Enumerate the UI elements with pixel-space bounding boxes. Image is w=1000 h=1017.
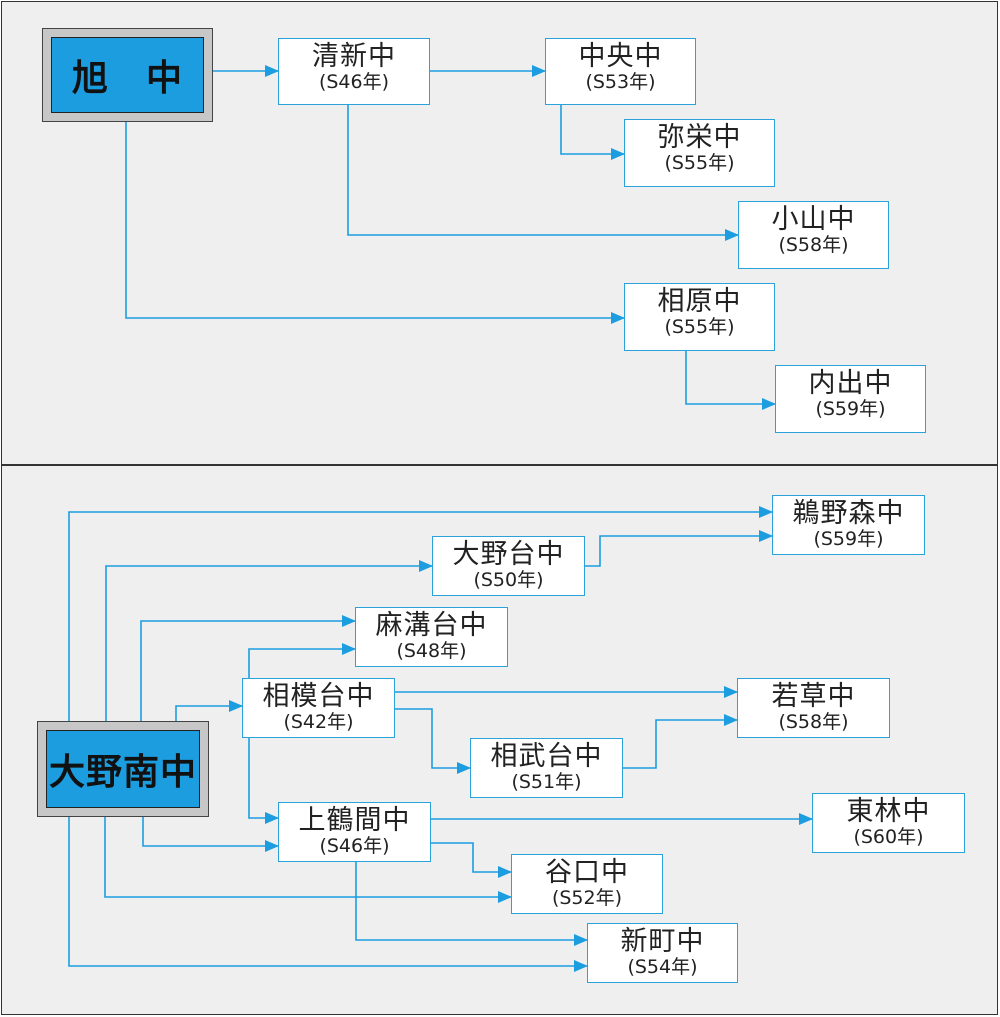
school-asamizo: 麻溝台中 (S48年) (355, 607, 508, 667)
school-name: 相原中 (657, 286, 742, 317)
edge-oonodai-shinomori (585, 530, 773, 567)
school-year: (S46年) (319, 835, 390, 857)
school-yasaka: 弥栄中 (S55年) (624, 119, 775, 187)
school-year: (S50年) (473, 569, 544, 591)
school-name: 若草中 (771, 681, 856, 712)
school-year: (S60年) (853, 826, 924, 848)
school-year: (S52年) (551, 887, 623, 909)
school-aihara: 相原中 (S55年) (624, 283, 775, 351)
school-name: 清新中 (312, 41, 396, 72)
edge-kamitsuruma-shinmachi (355, 862, 588, 946)
school-name: 相武台中 (490, 741, 603, 772)
edge-root-oonodai (105, 560, 433, 721)
school-sagamidai: 相模台中 (S42年) (242, 678, 395, 738)
school-year: (S51年) (511, 771, 582, 793)
school-name: 小山中 (771, 204, 856, 235)
school-seishin: 清新中 (S46年) (278, 38, 430, 105)
school-name: 谷口中 (545, 857, 629, 888)
edge-chuo-yasaka (560, 105, 625, 160)
root-oono-minami-label: 大野南中 (46, 730, 200, 808)
school-name: 鵜野森中 (792, 498, 905, 529)
edge-aihara-uchide (685, 350, 776, 410)
school-year: (S46年) (318, 71, 390, 93)
root-asahi-label: 旭 中 (51, 37, 204, 113)
school-name: 相模台中 (262, 681, 375, 712)
school-year: (S42年) (283, 711, 354, 733)
edge-seishin-koyama (347, 105, 739, 241)
school-chuo: 中央中 (S53年) (545, 38, 696, 105)
edge-sagamidai-asamizo (248, 643, 356, 678)
school-yaguchi: 谷口中 (S52年) (511, 854, 663, 914)
school-kamitsuruma: 上鶴間中 (S46年) (278, 802, 431, 862)
root-asahi: 旭 中 (42, 28, 213, 122)
edge-root-yaguchi (104, 817, 512, 903)
edge-root-sagamidai (175, 700, 243, 721)
school-year: (S58年) (778, 711, 849, 733)
edge-root-shinomori (68, 506, 773, 721)
school-year: (S53年) (585, 71, 656, 93)
school-name: 中央中 (578, 41, 663, 72)
school-koyama: 小山中 (S58年) (738, 201, 889, 269)
school-shinomori: 鵜野森中 (S59年) (772, 495, 925, 555)
school-name: 麻溝台中 (375, 610, 488, 641)
school-year: (S59年) (813, 528, 884, 550)
root-oono-minami: 大野南中 (37, 721, 209, 817)
school-year: (S48年) (396, 640, 467, 662)
edge-kamitsuruma-yaguchi (430, 842, 512, 878)
school-name: 弥栄中 (657, 122, 742, 153)
school-name: 内出中 (808, 368, 893, 399)
edge-sagamidai-kamitsuruma (248, 737, 279, 824)
school-year: (S55年) (664, 152, 735, 174)
school-oonodai: 大野台中 (S50年) (432, 536, 585, 596)
school-name: 新町中 (620, 926, 705, 957)
edge-sobudai-wakakusa (622, 714, 738, 769)
edge-asahi-aihara (125, 122, 625, 324)
school-year: (S58年) (778, 234, 849, 256)
edge-root-shinmachi (68, 817, 588, 972)
edge-sagamidai-sobudai (395, 708, 471, 774)
school-uchide: 内出中 (S59年) (775, 365, 926, 433)
school-year: (S54年) (627, 956, 698, 978)
school-wakakusa: 若草中 (S58年) (737, 678, 890, 738)
school-year: (S59年) (815, 398, 886, 420)
school-sobudai: 相武台中 (S51年) (470, 738, 623, 798)
edge-root-asamizo (140, 615, 356, 721)
school-tobayashi: 東林中 (S60年) (812, 793, 965, 853)
school-name: 大野台中 (452, 539, 565, 570)
school-shinmachi: 新町中 (S54年) (587, 923, 738, 983)
school-name: 東林中 (846, 796, 931, 827)
school-name: 上鶴間中 (298, 805, 411, 836)
school-year: (S55年) (664, 316, 735, 338)
edge-root-kamitsuruma (142, 817, 279, 852)
